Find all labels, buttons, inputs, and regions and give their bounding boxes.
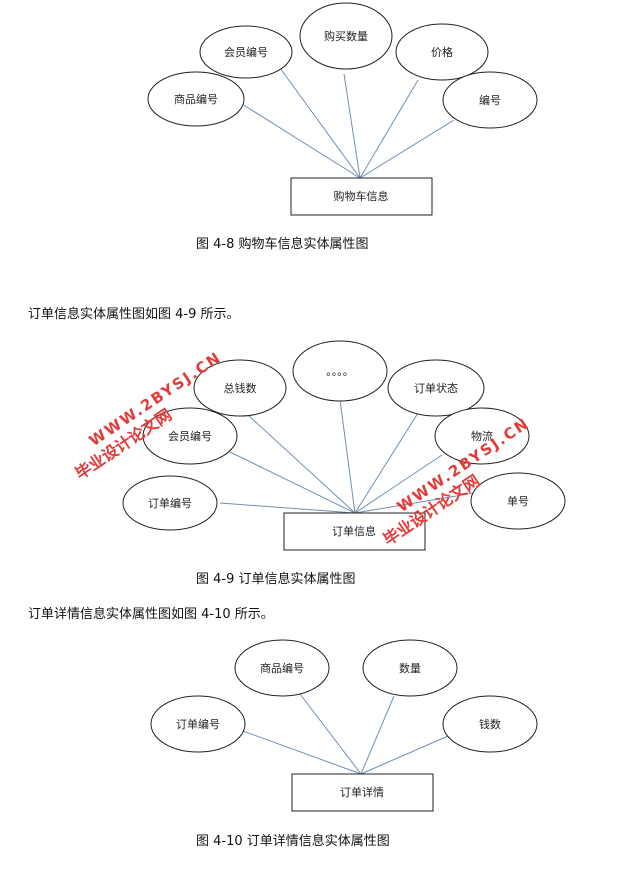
- attr-order-4: 。。。。: [292, 340, 388, 402]
- figure-caption-4-10: 图 4-10 订单详情信息实体属性图: [196, 833, 390, 849]
- attr-label: 价格: [431, 45, 453, 59]
- attr-detail-4: 钱数: [442, 695, 538, 753]
- edge-order-5: [354, 412, 419, 514]
- edge-detail-1: [231, 726, 362, 775]
- paragraph-order-detail-intro: 订单详情信息实体属性图如图 4-10 所示。: [28, 606, 274, 622]
- edge-cart-2: [279, 67, 361, 179]
- attr-order-5: 订单状态: [387, 359, 485, 417]
- entity-order: 订单信息: [283, 512, 426, 551]
- attr-label: 商品编号: [260, 661, 304, 675]
- figure-caption-4-8: 图 4-8 购物车信息实体属性图: [196, 236, 369, 252]
- attr-detail-2: 商品编号: [234, 639, 330, 697]
- attr-order-3: 总钱数: [193, 359, 287, 417]
- entity-cart: 购物车信息: [290, 177, 433, 216]
- attr-order-7: 单号: [470, 472, 566, 530]
- attr-order-2: 会员编号: [142, 407, 238, 465]
- edge-order-4: [339, 399, 356, 514]
- edge-order-3: [247, 414, 356, 514]
- edge-order-6: [354, 454, 443, 514]
- attr-label: 数量: [399, 662, 421, 675]
- edge-cart-1: [241, 103, 361, 179]
- attr-cart-1: 商品编号: [147, 71, 245, 127]
- entity-order-detail: 订单详情: [291, 773, 434, 812]
- attr-order-6: 物流: [434, 407, 530, 465]
- edge-detail-4: [360, 735, 449, 775]
- entity-label: 订单信息: [332, 524, 376, 538]
- edge-detail-2: [299, 693, 362, 775]
- edge-cart-5: [359, 119, 455, 179]
- attr-label: 购买数量: [324, 29, 368, 43]
- paragraph-order-intro: 订单信息实体属性图如图 4-9 所示。: [28, 306, 240, 322]
- diagram-cart: 商品编号 会员编号 购买数量 价格 编号 购物车信息 图 4-8 购物车信息实体…: [147, 2, 538, 252]
- edges-order-detail: [231, 693, 449, 775]
- edge-order-7: [354, 492, 475, 514]
- diagram-order: 订单编号 会员编号 总钱数 。。。。 订单状态 物流 单号 订单信息: [122, 340, 566, 587]
- attr-label: 会员编号: [224, 45, 268, 59]
- attr-cart-2: 会员编号: [199, 25, 293, 79]
- attr-label: 会员编号: [168, 429, 212, 443]
- attr-detail-3: 数量: [362, 639, 458, 697]
- entity-label: 购物车信息: [334, 189, 389, 203]
- attr-label: 物流: [471, 429, 493, 443]
- diagram-order-detail: 订单编号 商品编号 数量 钱数 订单详情 图 4-10 订单详情信息实体属性图: [150, 639, 538, 849]
- attr-label: 订单状态: [414, 381, 458, 395]
- edge-order-1: [219, 502, 356, 514]
- attr-label: 订单编号: [148, 496, 192, 510]
- attr-label: 订单编号: [176, 717, 220, 731]
- attr-cart-3: 购买数量: [299, 2, 393, 70]
- edges-cart: [241, 67, 455, 179]
- attr-order-1: 订单编号: [122, 475, 218, 531]
- attr-label: 。。。。: [326, 365, 354, 378]
- attr-cart-4: 价格: [395, 23, 489, 81]
- entity-label: 订单详情: [340, 785, 384, 799]
- attr-label: 编号: [479, 93, 501, 107]
- attr-detail-1: 订单编号: [150, 695, 246, 753]
- edge-cart-3: [343, 73, 361, 179]
- edge-cart-4: [359, 79, 419, 179]
- attr-cart-5: 编号: [442, 71, 538, 129]
- attr-label: 总钱数: [224, 381, 257, 395]
- figure-caption-4-9: 图 4-9 订单信息实体属性图: [196, 571, 356, 587]
- attr-label: 商品编号: [174, 92, 218, 106]
- edge-order-2: [229, 451, 356, 514]
- attr-label: 钱数: [479, 717, 501, 731]
- attr-label: 单号: [507, 495, 529, 508]
- edge-detail-3: [360, 695, 395, 775]
- edges-order: [219, 399, 475, 514]
